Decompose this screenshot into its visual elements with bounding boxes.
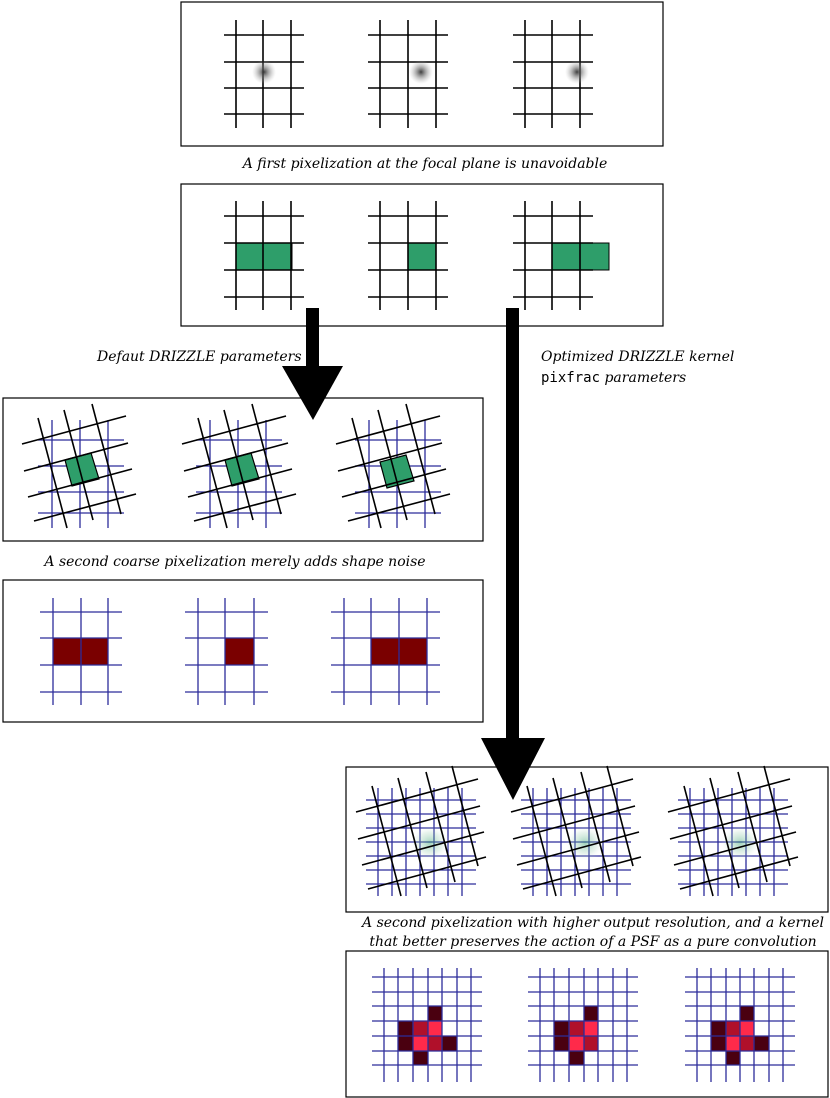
output-grid-coarse [185, 598, 268, 705]
caption-coarse-noise: A second coarse pixelization merely adds… [42, 554, 425, 570]
input-grid-2 [368, 20, 448, 128]
output-grid-fine [372, 968, 482, 1082]
down-arrow-icon [282, 308, 343, 420]
caption-higher-res-line1: A second pixelization with higher output… [360, 915, 824, 931]
blurred-point-source-icon [409, 60, 433, 84]
input-grid-rotated [335, 403, 451, 529]
fine-pixel-mid [413, 1021, 428, 1036]
blurred-point-source-icon [252, 60, 276, 84]
panel1-grids [224, 20, 593, 128]
input-grid-rotated [510, 765, 642, 897]
fine-pixel-bright [726, 1036, 740, 1051]
input-grid-rotated [21, 403, 137, 529]
pixfrac-code: pixfrac [541, 370, 600, 386]
caption-default-params: Defaut DRIZZLE parameters [96, 349, 302, 365]
fine-overlay-2 [510, 765, 642, 897]
output-grid-coarse [40, 598, 122, 705]
fine-pixel-bright [428, 1021, 442, 1036]
output-grid-coarse [331, 598, 440, 705]
fine-overlay-1 [355, 765, 487, 897]
fine-pixel-dark [726, 1051, 740, 1065]
blurred-point-source-icon [565, 825, 605, 861]
fine-pixel-bright [569, 1036, 584, 1051]
input-grid-3 [513, 201, 593, 310]
caption-optimized-line1: Optimized DRIZZLE kernel [541, 349, 734, 365]
input-pixel-pair [235, 242, 293, 271]
fine-pixel-mid [584, 1036, 598, 1051]
fine-pixel-dark [428, 1006, 442, 1021]
panel3-overlays [21, 403, 451, 529]
output-grid-fine [685, 968, 795, 1082]
fine-pixel-dark [711, 1021, 726, 1036]
input-pixel-single [407, 242, 437, 271]
coarse-overlay-1 [21, 403, 137, 529]
fine-pixel-bright [584, 1021, 598, 1036]
blurred-point-source-icon [410, 825, 450, 861]
input-grid-rotated [181, 403, 297, 529]
input-grid-rotated [355, 765, 487, 897]
fine-pixel-dark [554, 1036, 569, 1051]
fine-pixel-bright [740, 1021, 754, 1036]
fine-pixel-mid [428, 1036, 442, 1051]
fine-output-2 [528, 968, 638, 1082]
fine-output-1 [372, 968, 482, 1082]
fine-overlay-3 [667, 765, 799, 897]
caption-higher-res-line2: that better preserves the action of a PS… [369, 934, 816, 950]
fine-pixel-mid [569, 1021, 584, 1036]
fine-pixel-bright [413, 1036, 428, 1051]
down-arrow-icon [481, 308, 545, 800]
input-grid-2 [368, 201, 448, 310]
fine-pixel-dark [413, 1051, 428, 1065]
fine-pixel-dark [398, 1021, 413, 1036]
fine-pixel-dark [711, 1036, 726, 1051]
blurred-point-source-icon [565, 60, 589, 84]
input-grid-rotated [667, 765, 799, 897]
panel4-outputs [40, 598, 440, 705]
fine-pixel-dark [569, 1051, 584, 1065]
caption-first-pixelization: A first pixelization at the focal plane … [241, 156, 608, 172]
output-grid-coarse [355, 420, 441, 528]
coarse-overlay-2 [181, 403, 297, 529]
output-grid-fine [528, 968, 638, 1082]
input-grid-1 [224, 201, 304, 310]
caption-optimized-rest: parameters [600, 370, 686, 386]
fine-pixel-mid [726, 1021, 740, 1036]
coarse-overlay-3 [335, 403, 451, 529]
fine-output-3 [685, 968, 795, 1082]
fine-pixel-dark [398, 1036, 413, 1051]
fine-pixel-dark [554, 1021, 569, 1036]
panel2-grids [224, 201, 610, 310]
output-pixel-single [225, 638, 254, 665]
fine-pixel-dark [584, 1006, 598, 1021]
output-grid-coarse [38, 420, 124, 528]
panel6-outputs [372, 968, 795, 1082]
fine-pixel-dark [754, 1036, 769, 1051]
panel5-overlays [355, 765, 799, 897]
fine-pixel-dark [442, 1036, 457, 1051]
caption-optimized-line2: pixfrac parameters [541, 370, 686, 386]
fine-pixel-dark [740, 1006, 754, 1021]
fine-pixel-mid [740, 1036, 754, 1051]
